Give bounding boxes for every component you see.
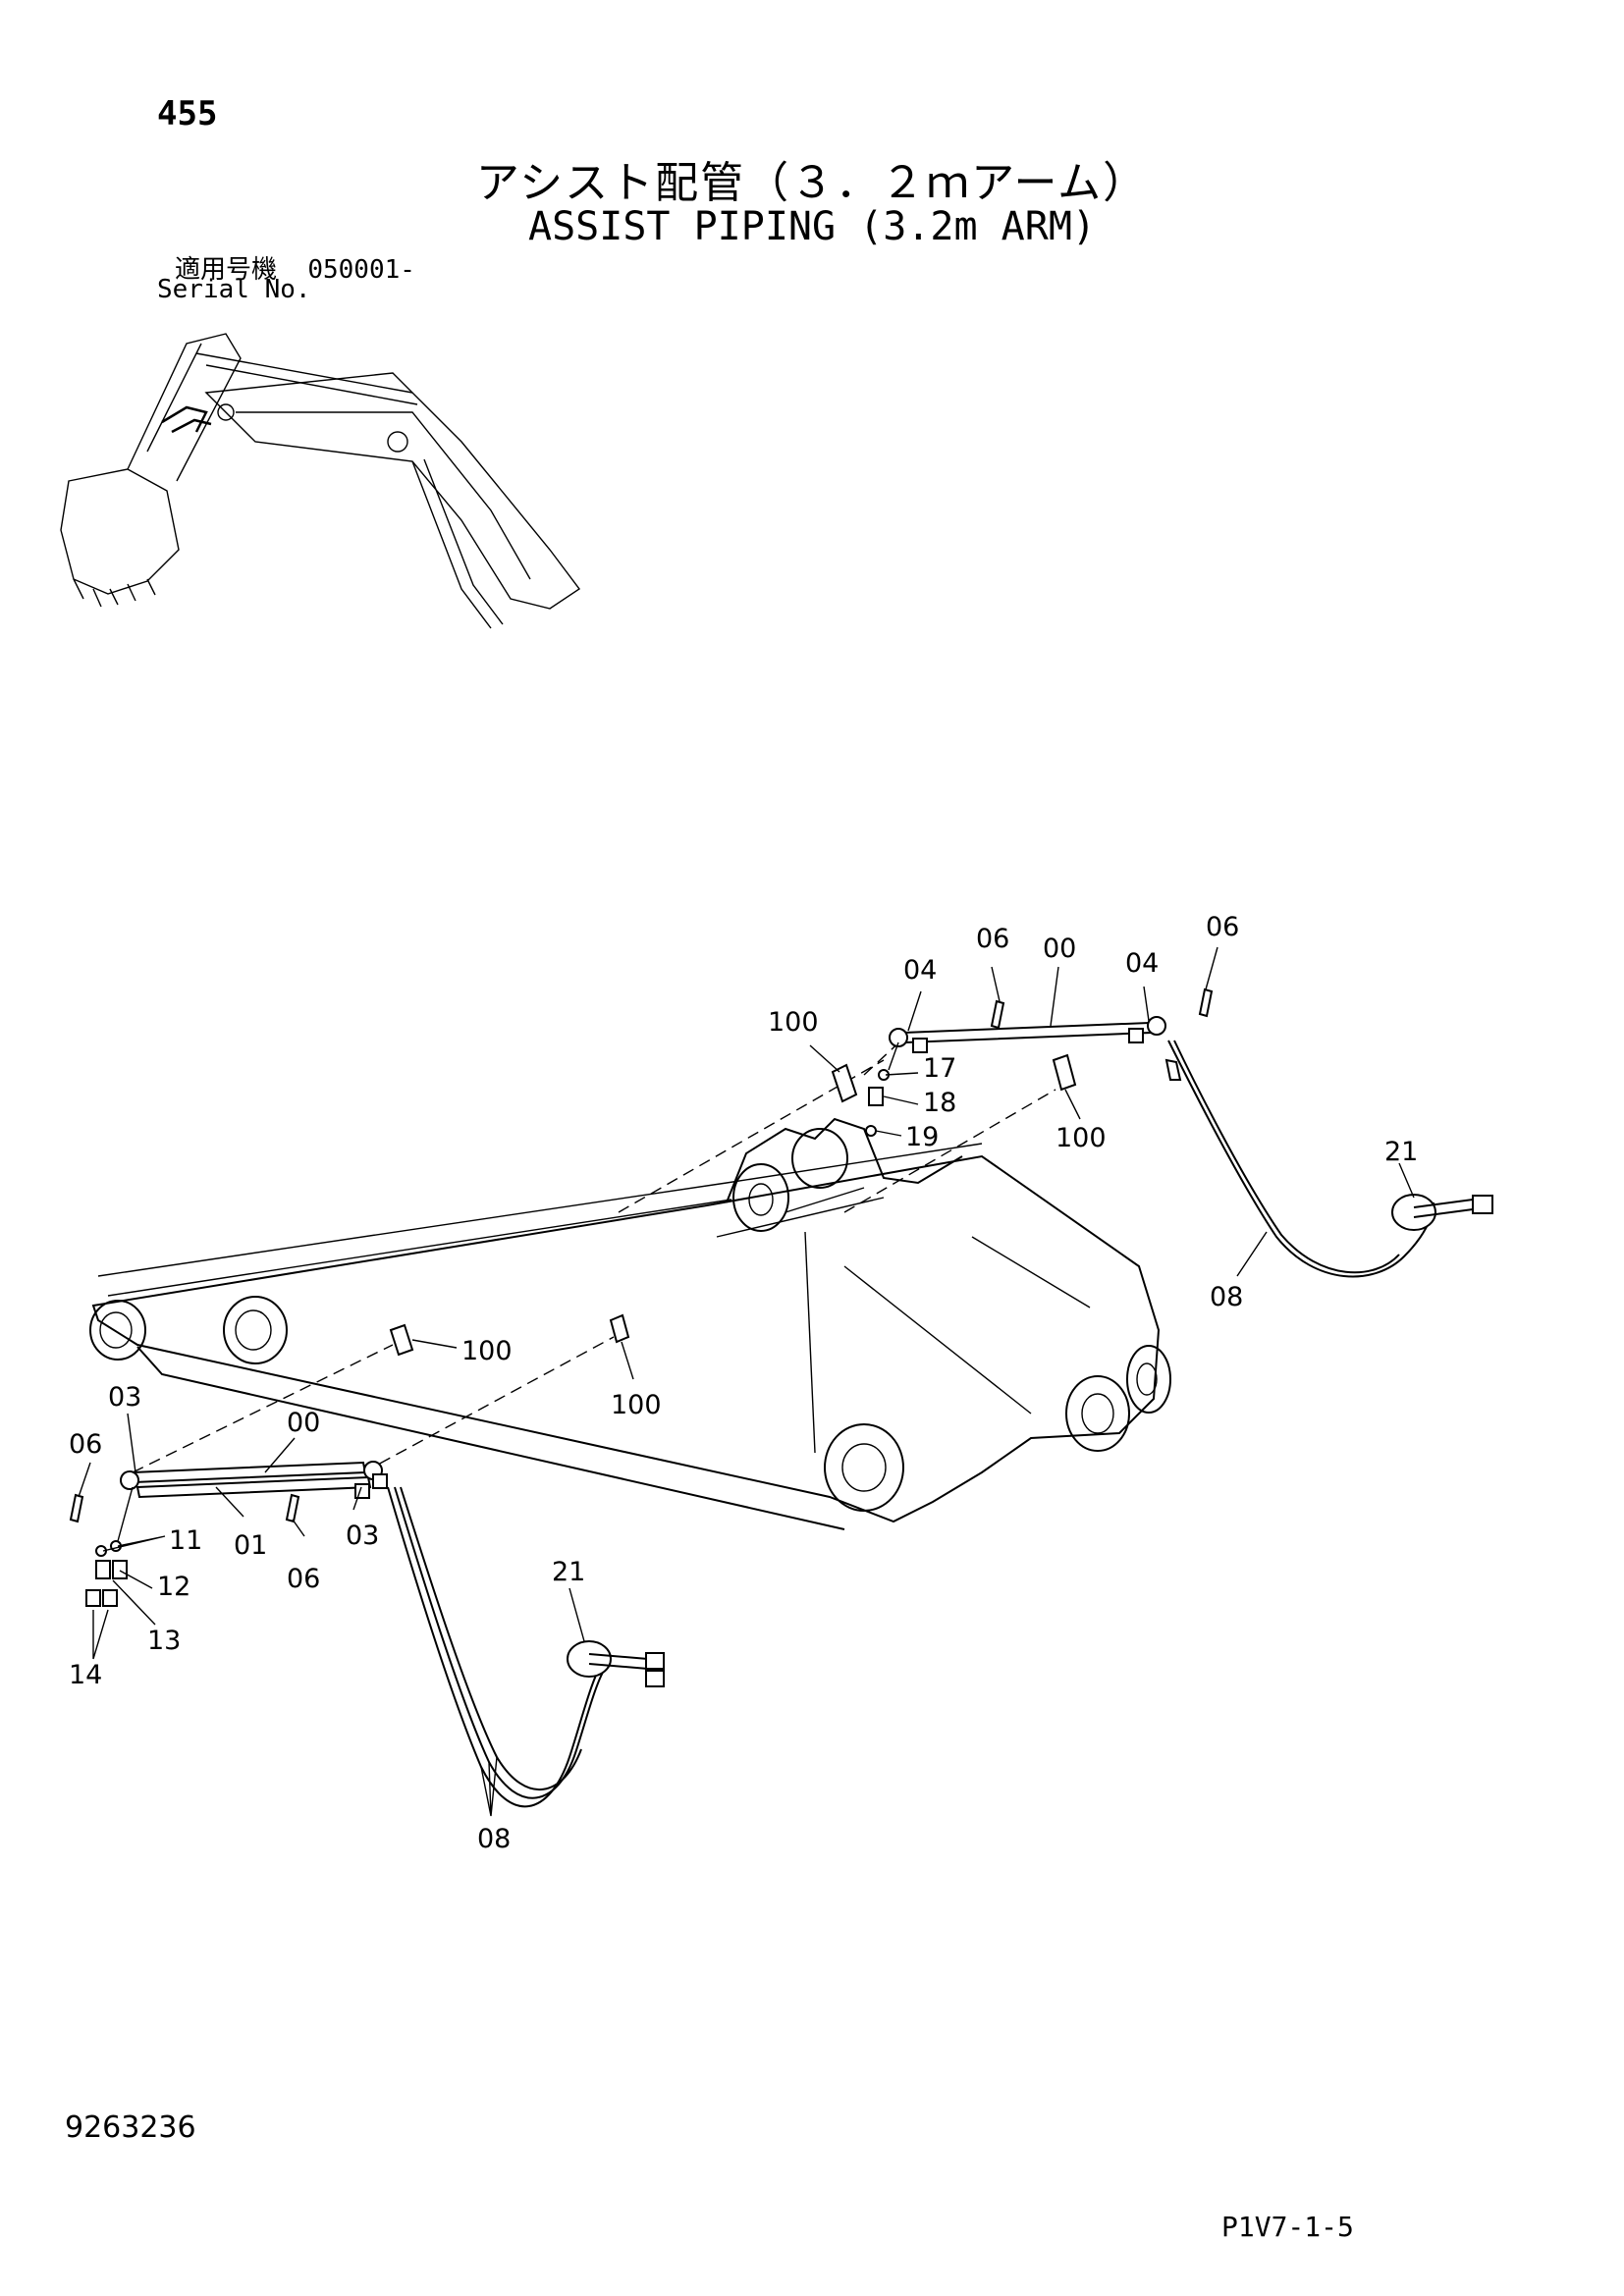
callout-labels: 06 00 04 04 06 100 100 17 18 19 21 08 10…: [69, 912, 1418, 1854]
callout-100: 100: [461, 1336, 513, 1366]
sheet-code: P1V7-1-5: [1221, 2211, 1354, 2243]
callout-21: 21: [1384, 1137, 1418, 1167]
arm-body: [89, 1117, 1171, 1530]
callout-01: 01: [234, 1530, 267, 1561]
callout-04: 04: [903, 955, 937, 986]
callout-06: 06: [287, 1564, 320, 1594]
title-english: ASSIST PIPING (3.2m ARM): [528, 204, 1096, 249]
callout-12: 12: [157, 1572, 190, 1602]
callout-21: 21: [552, 1557, 585, 1587]
callout-00: 00: [1043, 934, 1076, 964]
callout-06: 06: [69, 1429, 102, 1460]
callout-18: 18: [923, 1088, 956, 1118]
callout-leaders: [78, 946, 1415, 1817]
serial-line-japanese: 適用号機 050001-: [175, 249, 415, 286]
title-japanese: アシスト配管（３．２ｍアーム）: [475, 158, 1149, 208]
serial-label-japanese: 適用号機: [175, 255, 278, 285]
callout-14: 14: [69, 1660, 102, 1690]
callout-03: 03: [108, 1382, 141, 1413]
callout-19: 19: [905, 1122, 939, 1152]
callout-08: 08: [477, 1824, 511, 1854]
drawing-number: 9263236: [65, 2110, 196, 2145]
callout-06: 06: [1206, 912, 1239, 942]
callout-04: 04: [1125, 948, 1159, 979]
callout-00: 00: [287, 1408, 320, 1438]
callout-100: 100: [611, 1390, 662, 1420]
callout-100: 100: [1056, 1123, 1107, 1153]
callout-13: 13: [147, 1626, 181, 1656]
callout-06: 06: [976, 924, 1009, 954]
upper-pipe-assembly: [831, 988, 1493, 1278]
callout-100: 100: [768, 1007, 819, 1038]
callout-11: 11: [169, 1525, 202, 1556]
serial-value: 050001-: [307, 255, 415, 285]
callout-03: 03: [346, 1521, 379, 1551]
serial-label-english: Serial No.: [157, 275, 311, 304]
callout-17: 17: [923, 1053, 956, 1084]
page-number: 455: [157, 94, 218, 133]
callout-08: 08: [1210, 1282, 1243, 1312]
